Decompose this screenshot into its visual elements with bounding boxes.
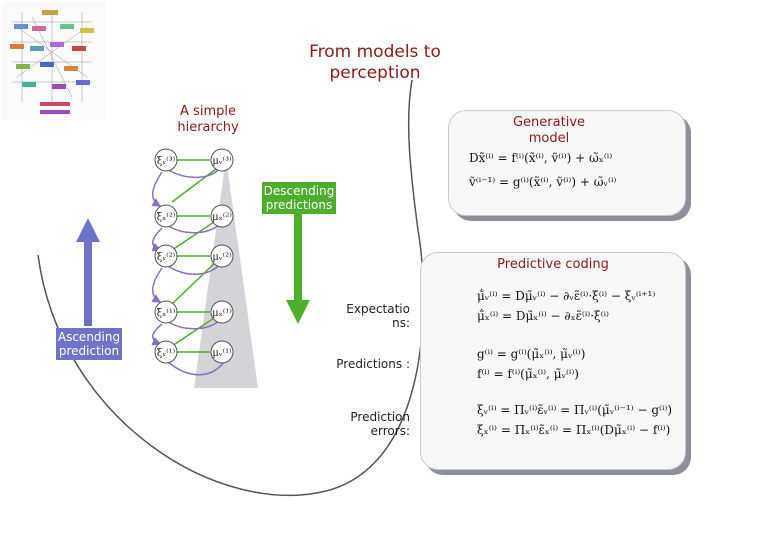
node-mu-v3 [210,148,234,172]
hierarchy-cone [194,158,258,388]
node-right-label-0: μᵥ⁽³⁾ [212,156,231,167]
generative-eq-1: Dx̃⁽ⁱ⁾ = f⁽ⁱ⁾(x̃⁽ⁱ⁾, ṽ⁽ⁱ⁾) + ω̃ₓ⁽ⁱ⁾ [469,151,613,165]
prediction-errors-label: Prediction errors: [350,410,410,438]
descending-arrow [286,212,310,324]
node-xi-x1 [154,300,178,324]
node-right-label-2: μᵥ⁽²⁾ [212,252,231,263]
node-right-label-1: μₓ⁽²⁾ [212,212,232,223]
hierarchy-label: A simple hierarchy [177,104,239,135]
descending-predictions-label: Descending predictions [262,182,336,214]
node-left-label-0: ξᵥ⁽³⁾ [157,156,175,167]
node-col-left [154,148,178,364]
generative-eq-2: ṽ⁽ⁱ⁻¹⁾ = g⁽ⁱ⁾(x̃⁽ⁱ⁾, ṽ⁽ⁱ⁾) + ω̃ᵥ⁽ⁱ⁾ [469,175,617,189]
network-thumbnail [2,2,106,120]
node-xi-x2 [154,204,178,228]
errors-eq-2: ξₓ⁽ⁱ⁾ = Πₓ⁽ⁱ⁾ε̃ₓ⁽ⁱ⁾ = Πₓ⁽ⁱ⁾(Dμ̃ₓ⁽ⁱ⁾ − f⁽… [477,423,671,437]
predictions-label: Predictions : [336,357,410,371]
node-mu-x2 [210,204,234,228]
node-xi-v2 [154,244,178,268]
node-left-label-2: ξᵥ⁽²⁾ [157,252,175,263]
node-xi-v1 [154,340,178,364]
predictive-coding-panel: Predictive coding μ̃̇ᵥ⁽ⁱ⁾ = Dμ̃ᵥ⁽ⁱ⁾ − ∂ᵥ… [420,252,686,470]
expectations-eq-1: μ̃̇ᵥ⁽ⁱ⁾ = Dμ̃ᵥ⁽ⁱ⁾ − ∂ᵥε̃⁽ⁱ⁾·ξ⁽ⁱ⁾ − ξᵥ⁽ⁱ⁺… [477,289,656,303]
node-xi-v3 [154,148,178,172]
node-left-label-4: ξᵥ⁽¹⁾ [157,348,175,359]
page-title: From models to perception [309,42,441,83]
generative-model-panel: Generative model Dx̃⁽ⁱ⁾ = f⁽ⁱ⁾(x̃⁽ⁱ⁾, ṽ⁽… [448,110,686,216]
predictions-eq-1: g⁽ⁱ⁾ = g⁽ⁱ⁾(μ̃ₓ⁽ⁱ⁾, μ̃ᵥ⁽ⁱ⁾) [477,347,586,361]
ascending-arrow [76,218,100,326]
expectations-label: Expectatio ns: [346,302,410,330]
predictions-eq-2: f⁽ⁱ⁾ = f⁽ⁱ⁾(μ̃ₓ⁽ⁱ⁾, μ̃ᵥ⁽ⁱ⁾) [477,367,579,381]
node-mu-v1 [210,340,234,364]
node-left-label-3: ξₓ⁽¹⁾ [157,308,176,319]
node-right-label-3: μₓ⁽¹⁾ [212,308,232,319]
node-right-label-4: μᵥ⁽¹⁾ [212,348,231,359]
node-col-right [210,148,234,364]
expectations-eq-2: μ̃̇ₓ⁽ⁱ⁾ = Dμ̃ₓ⁽ⁱ⁾ − ∂ₓε̃⁽ⁱ⁾·ξ⁽ⁱ⁾ [477,309,609,323]
node-mu-v2 [210,244,234,268]
perception-arc [37,79,425,496]
ascending-prediction-label: Ascending prediction [56,328,122,360]
node-mu-x1 [210,300,234,324]
errors-eq-1: ξᵥ⁽ⁱ⁾ = Πᵥ⁽ⁱ⁾ε̃ᵥ⁽ⁱ⁾ = Πᵥ⁽ⁱ⁾(μ̃ᵥ⁽ⁱ⁻¹⁾ − g… [477,403,672,417]
generative-model-label: Generative model [512,115,586,146]
predictive-coding-label: Predictive coding [497,257,609,272]
node-left-label-1: ξₓ⁽²⁾ [157,212,176,223]
